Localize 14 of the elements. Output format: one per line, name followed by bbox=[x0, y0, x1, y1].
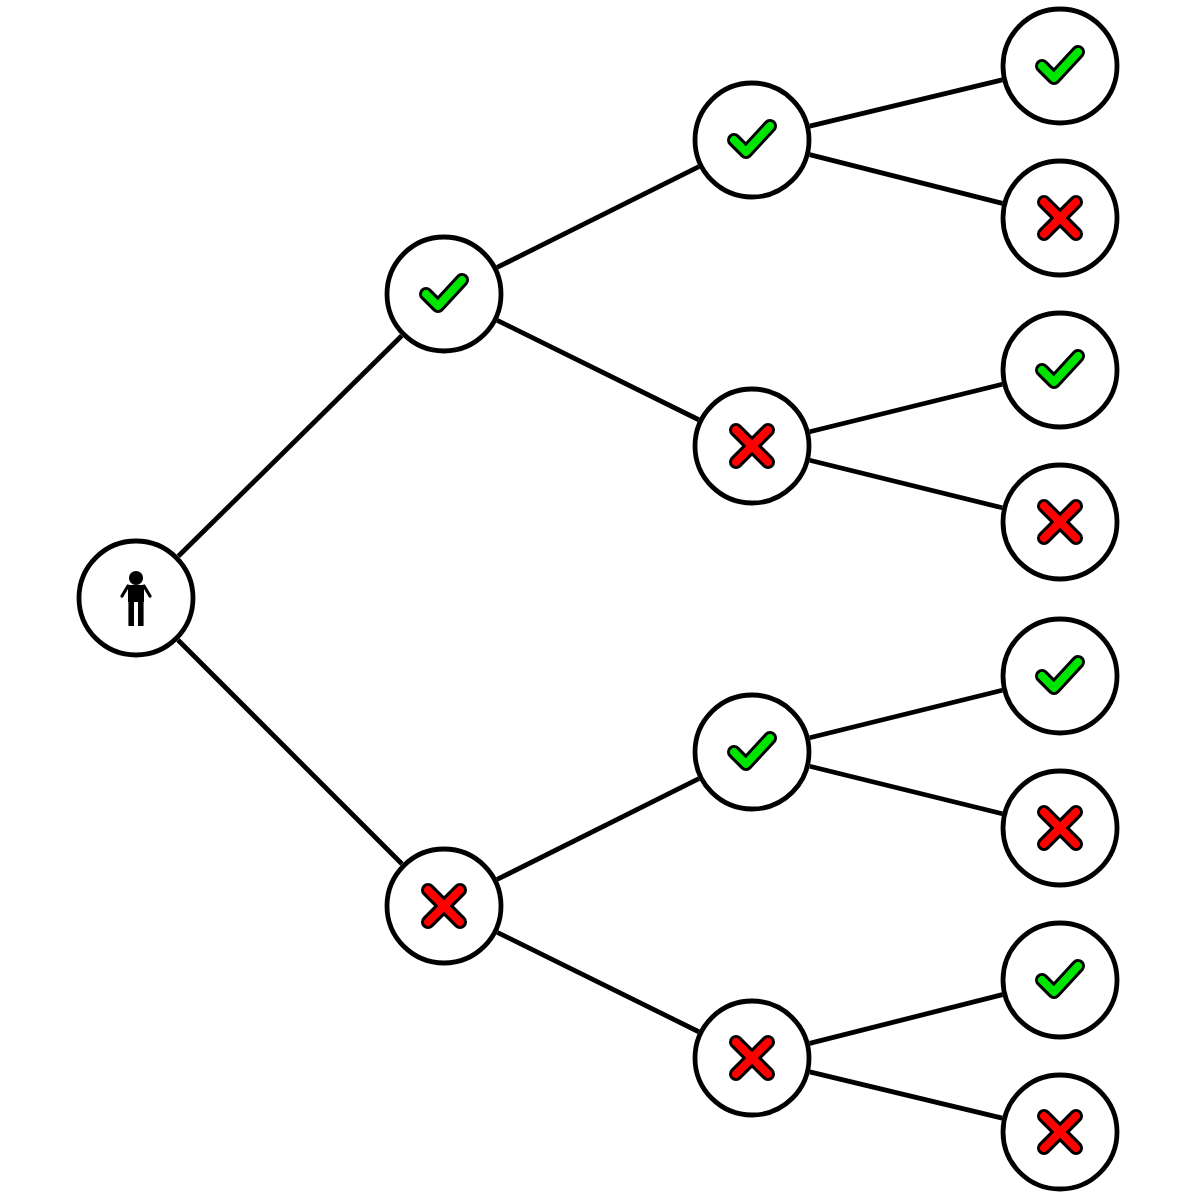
connector-line bbox=[496, 776, 700, 882]
connector-line bbox=[176, 638, 404, 866]
connector-line bbox=[809, 152, 1003, 206]
connector-line bbox=[176, 334, 404, 558]
connector-line bbox=[809, 457, 1003, 511]
connector-line bbox=[496, 318, 700, 422]
connector-line bbox=[496, 930, 700, 1034]
connector-line bbox=[809, 1069, 1003, 1121]
connector-line bbox=[809, 763, 1003, 817]
connector-line bbox=[809, 687, 1003, 741]
connector-line bbox=[496, 164, 700, 270]
connector-line bbox=[809, 992, 1003, 1046]
connector-line bbox=[809, 381, 1003, 435]
connector-line bbox=[809, 77, 1003, 129]
